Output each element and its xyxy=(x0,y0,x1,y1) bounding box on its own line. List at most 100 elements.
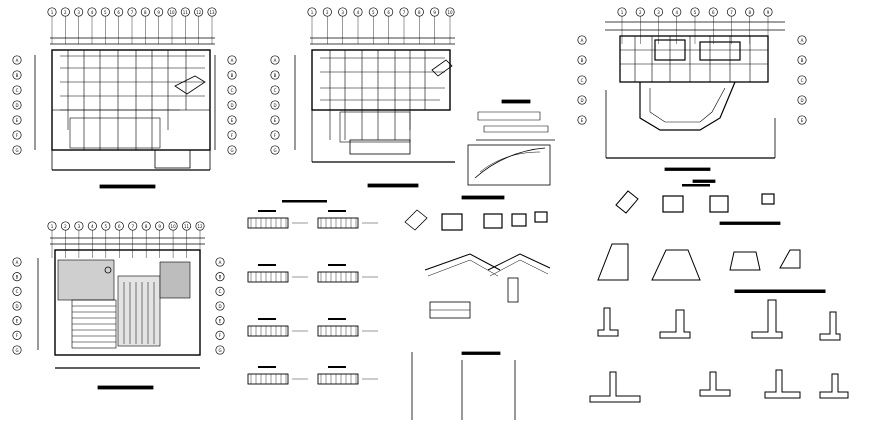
grid-bubble-label: B xyxy=(219,274,222,279)
grid-bubble-label: B xyxy=(16,73,19,78)
grid-bubble xyxy=(797,95,807,105)
detail-title-bars xyxy=(282,184,710,203)
grid-bubble xyxy=(270,130,280,140)
grid-bubble-label: B xyxy=(231,73,234,78)
grid-bubble-label: 7 xyxy=(131,10,134,15)
grid-bubble xyxy=(215,345,225,355)
grid-bubble xyxy=(12,55,22,65)
grid-bubble-label: 5 xyxy=(105,224,108,229)
grid-bubble-label: G xyxy=(230,148,233,153)
grid-bubble-label: 1 xyxy=(51,224,54,229)
grid-bubble xyxy=(270,70,280,80)
grid-bubble-label: 9 xyxy=(158,224,161,229)
grid-bubble-label: 11 xyxy=(184,224,190,229)
grid-bubble-label: D xyxy=(230,103,233,108)
grid-bubble-label: 5 xyxy=(104,10,107,15)
grid-bubble xyxy=(797,55,807,65)
grid-bubble-label: B xyxy=(274,73,277,78)
grid-bubble-label: 1 xyxy=(51,10,54,15)
grid-bubble-label: 9 xyxy=(767,10,770,15)
grid-bubble-label: E xyxy=(231,118,234,123)
grid-bubble-label: G xyxy=(218,348,221,353)
grid-bubble xyxy=(12,130,22,140)
grid-bubble xyxy=(12,85,22,95)
grid-bubble-label: 6 xyxy=(387,10,390,15)
grid-bubble-label: D xyxy=(273,103,276,108)
grid-bubble xyxy=(227,55,237,65)
grid-bubble-label: E xyxy=(274,118,277,123)
grid-bubble xyxy=(797,115,807,125)
grid-bubble-label: 8 xyxy=(748,10,751,15)
grid-bubble-label: A xyxy=(16,58,19,63)
grid-bubble xyxy=(12,286,22,296)
grid-bubble xyxy=(227,130,237,140)
grid-bubble xyxy=(12,345,22,355)
grid-bubble-label: B xyxy=(581,58,584,63)
grid-bubble-label: G xyxy=(273,148,276,153)
grid-bubble-label: 1 xyxy=(311,10,314,15)
grid-bubble-label: 2 xyxy=(639,10,642,15)
grid-bubble-label: 8 xyxy=(144,10,147,15)
grid-bubble xyxy=(12,330,22,340)
grid-bubble xyxy=(215,286,225,296)
grid-bubble-label: 6 xyxy=(712,10,715,15)
grid-bubble-label: A xyxy=(16,260,19,265)
grid-bubble-label: 3 xyxy=(341,10,344,15)
grid-bubble-label: 7 xyxy=(131,224,134,229)
grid-bubble-label: D xyxy=(15,304,18,309)
grid-bubble-label: E xyxy=(801,118,804,123)
grid-bubble-label: 9 xyxy=(157,10,160,15)
grid-bubble-label: C xyxy=(581,78,584,83)
grid-bubble xyxy=(270,55,280,65)
grid-bubble xyxy=(215,330,225,340)
grid-bubble xyxy=(215,272,225,282)
grid-bubble-label: D xyxy=(580,98,583,103)
grid-bubble xyxy=(227,145,237,155)
grid-bubble-label: A xyxy=(219,260,222,265)
grid-bubble-label: F xyxy=(274,133,277,138)
grid-bubble xyxy=(577,95,587,105)
grid-bubble xyxy=(12,257,22,267)
grid-bubble-label: C xyxy=(231,88,234,93)
grid-bubble xyxy=(215,301,225,311)
grid-bubble-label: 6 xyxy=(118,224,121,229)
grid-bubble xyxy=(797,75,807,85)
grid-bubble-label: 2 xyxy=(64,224,67,229)
grid-bubble-label: 5 xyxy=(372,10,375,15)
grid-bubble xyxy=(577,35,587,45)
grid-bubble-label: D xyxy=(15,103,18,108)
grid-bubble-label: 2 xyxy=(64,10,67,15)
grid-bubble xyxy=(12,272,22,282)
grid-bubble xyxy=(12,301,22,311)
grid-bubble xyxy=(12,100,22,110)
grid-bubble-label: 4 xyxy=(675,10,678,15)
grid-bubble-label: 4 xyxy=(91,224,94,229)
grid-bubble-label: 1 xyxy=(621,10,624,15)
grid-bubble-label: G xyxy=(15,148,18,153)
grid-bubble xyxy=(215,257,225,267)
grid-bubble xyxy=(12,316,22,326)
grid-bubble-label: F xyxy=(231,133,234,138)
grid-bubble-label: 12 xyxy=(197,224,203,229)
grid-bubble-label: A xyxy=(801,38,804,43)
grid-bubble xyxy=(577,115,587,125)
grid-bubble-label: 4 xyxy=(91,10,94,15)
grid-bubble-label: C xyxy=(219,289,222,294)
grid-bubble-label: G xyxy=(15,348,18,353)
grid-bubble-label: D xyxy=(218,304,221,309)
grid-bubble-label: 7 xyxy=(403,10,406,15)
grid-bubble-label: 8 xyxy=(145,224,148,229)
grid-bubble-label: C xyxy=(801,78,804,83)
grid-bubble-label: 4 xyxy=(357,10,360,15)
grid-bubble-label: 10 xyxy=(171,224,177,229)
